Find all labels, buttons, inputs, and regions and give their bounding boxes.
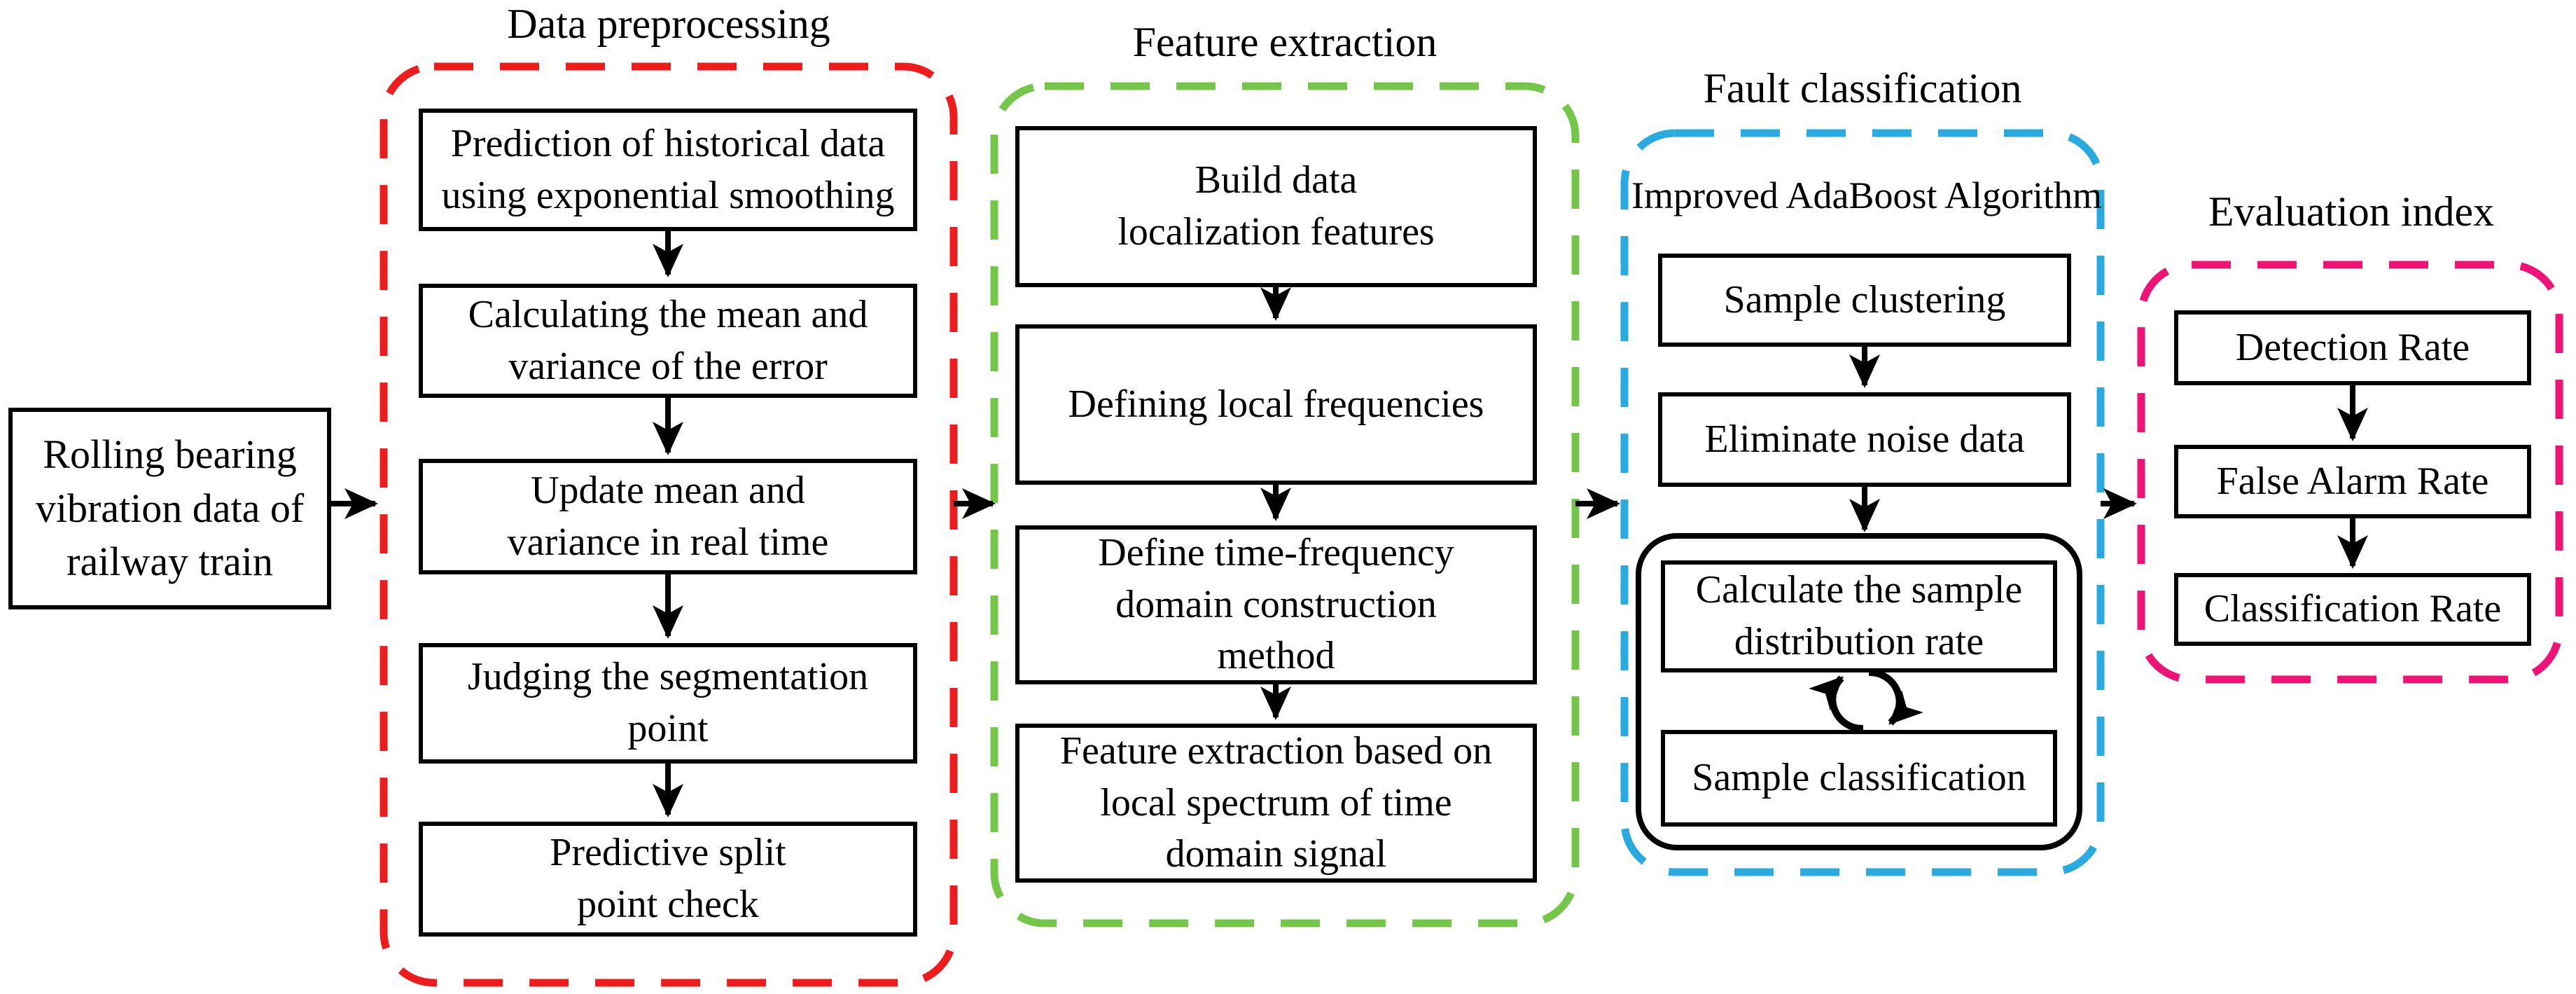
fault-step-1: Sample clustering [1658, 254, 2071, 347]
feature-step-2: Defining local frequencies [1015, 324, 1537, 485]
feature-step-1: Build data localization features [1015, 126, 1537, 287]
evaluation-step-1: Detection Rate [2174, 310, 2531, 385]
preprocessing-step-3: Update mean and variance in real time [419, 459, 917, 574]
fault-loop-step-1: Calculate the sample distribution rate [1661, 560, 2057, 672]
fault-classification-container-outline [1620, 129, 2105, 876]
fault-loop-step-2: Sample classification [1661, 730, 2057, 827]
evaluation-title: Evaluation index [2208, 188, 2495, 235]
preprocessing-step-1: Prediction of historical data using expo… [419, 109, 917, 231]
preprocessing-step-4: Judging the segmentation point [419, 643, 917, 764]
feature-step-4: Feature extraction based on local spectr… [1015, 724, 1537, 883]
adaboost-loop-container-outline [1636, 533, 2082, 850]
fault-classification-title: Fault classification [1703, 65, 2022, 111]
feature-step-3: Define time-frequency domain constructio… [1015, 525, 1537, 684]
adaboost-algorithm-label: Improved AdaBoost Algorithm [1631, 174, 2102, 216]
fault-step-2: Eliminate noise data [1658, 392, 2071, 487]
evaluation-step-3: Classification Rate [2174, 573, 2531, 646]
evaluation-container-outline [2137, 261, 2563, 684]
preprocessing-title: Data preprocessing [507, 1, 830, 47]
evaluation-step-2: False Alarm Rate [2174, 445, 2531, 518]
preprocessing-step-2: Calculating the mean and variance of the… [419, 284, 917, 398]
input-node: Rolling bearing vibration data of railwa… [8, 408, 331, 609]
feature-extraction-title: Feature extraction [1132, 19, 1437, 65]
loop-cycle-right-arrow [1868, 668, 1923, 726]
preprocessing-container-outline [380, 62, 958, 987]
loop-cycle-left-arrow [1809, 675, 1864, 733]
preprocessing-step-5: Predictive split point check [419, 822, 917, 937]
